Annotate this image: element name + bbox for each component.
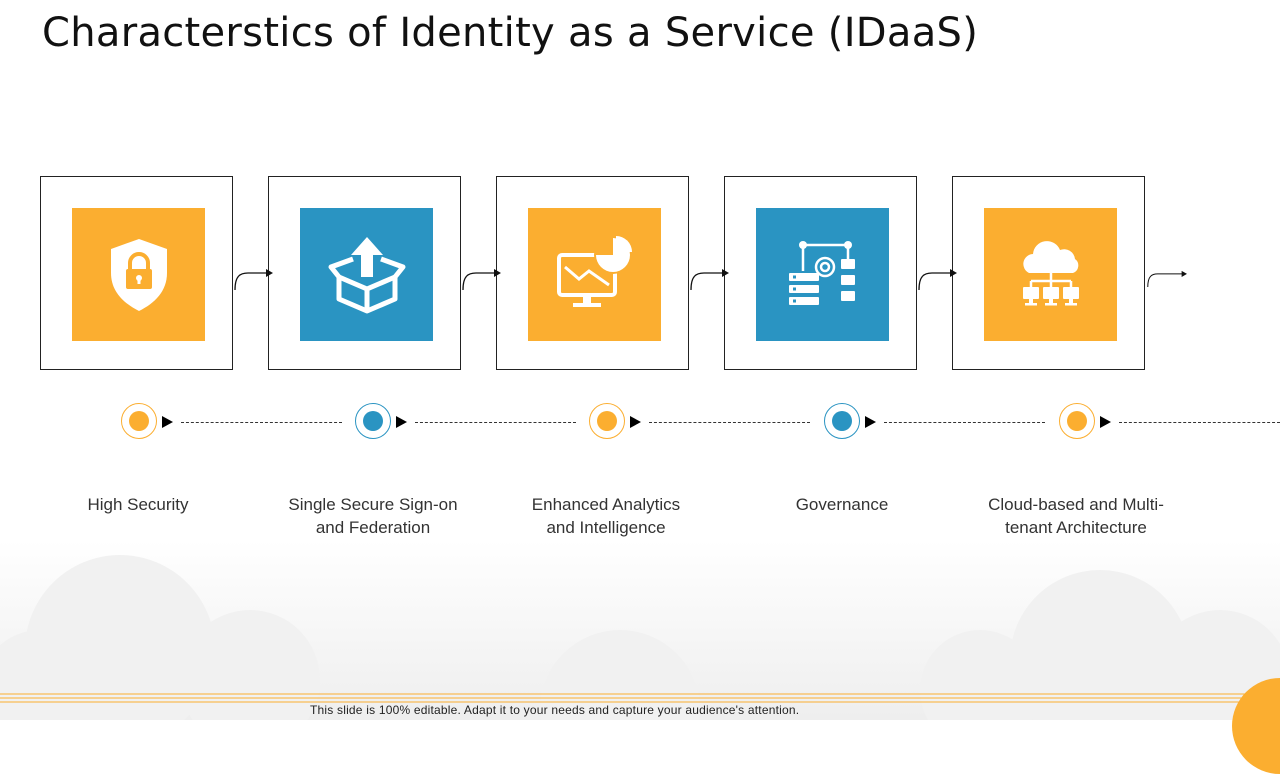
item-label: Governance — [795, 495, 889, 514]
timeline-dot — [589, 403, 625, 439]
card-single-sign-on — [268, 176, 461, 370]
timeline-pointer — [396, 416, 407, 428]
timeline-dot — [121, 403, 157, 439]
card-cloud-architecture — [952, 176, 1145, 370]
timeline-pointer — [865, 416, 876, 428]
timeline-segment — [649, 422, 810, 423]
monitor-chart-icon — [556, 235, 632, 307]
tile-governance — [756, 208, 889, 341]
card-analytics — [496, 176, 689, 370]
connector-arrow-1 — [234, 269, 273, 291]
server-network-icon — [788, 240, 855, 305]
connector-arrow-4 — [918, 269, 957, 291]
shield-lock-icon — [110, 238, 167, 311]
footer-divider — [0, 693, 1280, 703]
tile-high-security — [72, 208, 205, 341]
box-upload-icon — [328, 236, 405, 313]
timeline-pointer — [630, 416, 641, 428]
connector-arrow-2 — [462, 269, 501, 291]
page-title: Characterstics of Identity as a Service … — [42, 10, 979, 56]
timeline-dot — [1059, 403, 1095, 439]
timeline-segment — [1119, 422, 1280, 423]
timeline-segment — [415, 422, 576, 423]
card-high-security — [40, 176, 233, 370]
footer-note: This slide is 100% editable. Adapt it to… — [310, 703, 800, 717]
tile-analytics — [528, 208, 661, 341]
tile-cloud-architecture — [984, 208, 1117, 341]
item-label: Single Secure Sign-on and Federation — [288, 495, 458, 537]
item-label: High Security — [87, 495, 189, 514]
card-governance — [724, 176, 917, 370]
connector-arrow-3 — [690, 269, 729, 291]
timeline-segment — [181, 422, 342, 423]
timeline-dot — [824, 403, 860, 439]
cloud-network-icon — [1022, 240, 1079, 305]
tile-single-sign-on — [300, 208, 433, 341]
connector-arrow-5 — [1147, 270, 1187, 288]
timeline-dot — [355, 403, 391, 439]
item-label: Cloud-based and Multi-tenant Architectur… — [988, 495, 1164, 537]
timeline-pointer — [1100, 416, 1111, 428]
timeline-segment — [884, 422, 1045, 423]
timeline-pointer — [162, 416, 173, 428]
item-label: Enhanced Analytics and Intelligence — [531, 495, 681, 537]
